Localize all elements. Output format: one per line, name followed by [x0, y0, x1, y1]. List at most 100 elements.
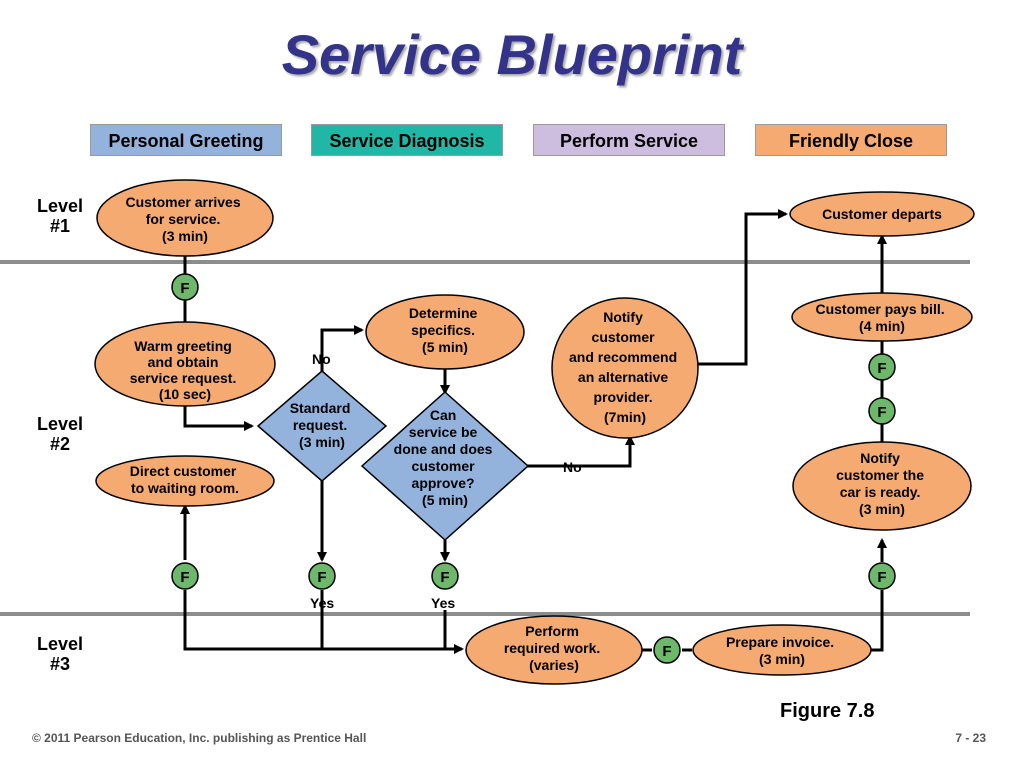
node-customer-departs [789, 191, 975, 237]
fail-point-f4: F [431, 562, 459, 590]
phase-perform-service: Perform Service [533, 124, 725, 156]
label-no-standard: No [312, 351, 331, 367]
fail-point-f2: F [171, 562, 199, 590]
level-3-label: Level#3 [36, 634, 84, 674]
node-text-line: (10 sec) [159, 386, 211, 402]
node-text-line: Warm greeting [134, 338, 232, 354]
svg-text:F: F [662, 643, 671, 660]
decision-can-service [360, 390, 530, 542]
node-customer-arrives [96, 179, 274, 257]
node-text-line: to waiting room. [131, 480, 239, 496]
node-direct-customer-text: Direct customer to waiting room. [130, 463, 240, 496]
node-prepare-invoice-text: Prepare invoice. (3 min) [726, 634, 838, 667]
node-text-line: (7min) [604, 409, 646, 425]
page-title: Service Blueprint [281, 23, 743, 86]
svg-text:F: F [877, 404, 886, 421]
fail-point-f1: F [171, 273, 199, 301]
node-text-line: customer [412, 458, 476, 474]
node-determine-specifics [365, 294, 525, 370]
node-text-line: approve? [412, 475, 475, 491]
decision-can-service-text: Can service be done and does customer ap… [394, 407, 497, 508]
decision-standard-request [256, 370, 388, 482]
node-text-line: (3 min) [162, 228, 208, 244]
node-determine-specifics-text: Determine specifics. (5 min) [409, 305, 481, 355]
node-text-line: (5 min) [422, 339, 468, 355]
node-text-line: Customer arrives [125, 194, 240, 210]
label-yes-standard: Yes [310, 595, 334, 611]
node-text-line: request. [293, 417, 347, 433]
connector [183, 399, 254, 431]
node-text-line: (3 min) [859, 501, 905, 517]
phase-personal-greeting: Personal Greeting [90, 124, 282, 156]
node-notify-alternative [551, 297, 699, 439]
node-text-line: Notify [603, 309, 643, 325]
svg-text:F: F [180, 569, 189, 586]
decision-standard-request-text: Standard request. (3 min) [290, 400, 355, 450]
connector [870, 590, 884, 652]
node-customer-arrives-text: Customer arrives for service. (3 min) [125, 194, 244, 244]
node-text-line: Prepare invoice. [726, 634, 834, 650]
phase-friendly-close: Friendly Close [755, 124, 947, 156]
node-notify-ready-text: Notify customer the car is ready. (3 min… [836, 450, 928, 517]
label-no-can-service: No [563, 459, 582, 475]
fail-point-f3: F [308, 562, 336, 590]
fail-point-f8: F [868, 353, 896, 381]
node-customer-pays-text: Customer pays bill. (4 min) [815, 301, 948, 334]
connector [183, 590, 464, 654]
node-text-line: Customer pays bill. [815, 301, 944, 317]
node-customer-departs-text: Customer departs [822, 206, 942, 222]
node-text-line: service be [409, 424, 478, 440]
node-text-line: Customer departs [822, 206, 942, 222]
node-text-line: done and does [394, 441, 493, 457]
node-text-line: (4 min) [859, 318, 905, 334]
node-text-line: Can [430, 407, 456, 423]
node-text-line: Standard [290, 400, 351, 416]
node-text-line: service request. [130, 370, 237, 386]
node-direct-customer [95, 455, 275, 507]
node-warm-greeting [94, 321, 276, 407]
svg-text:F: F [877, 569, 886, 586]
svg-text:F: F [317, 569, 326, 586]
node-prepare-invoice [692, 624, 872, 676]
node-text-line: customer the [836, 467, 924, 483]
node-perform-work [465, 615, 643, 685]
figure-label: Figure 7.8 [780, 700, 875, 722]
fail-point-f6: F [868, 562, 896, 590]
fail-point-f5: F [653, 636, 681, 664]
node-text-line: and obtain [148, 354, 219, 370]
node-text-line: for service. [146, 211, 221, 227]
connector [697, 209, 788, 366]
connector [527, 435, 635, 468]
node-text-line: Direct customer [130, 463, 237, 479]
node-text-line: specifics. [411, 322, 475, 338]
node-customer-pays [791, 292, 973, 342]
svg-text:F: F [440, 569, 449, 586]
node-text-line: an alternative [578, 369, 668, 385]
node-warm-greeting-text: Warm greeting and obtain service request… [130, 338, 241, 402]
node-text-line: customer [592, 329, 656, 345]
node-text-line: required work. [504, 640, 600, 656]
node-text-line: car is ready. [840, 484, 921, 500]
node-text-line: Perform [525, 623, 579, 639]
node-notify-alternative-text: Notify customer and recommend an alterna… [569, 309, 681, 425]
level-1-label: Level#1 [36, 196, 84, 236]
node-notify-ready [792, 441, 972, 531]
fail-point-f7: F [868, 397, 896, 425]
svg-text:F: F [180, 280, 189, 297]
node-text-line: (5 min) [422, 492, 468, 508]
svg-text:F: F [877, 360, 886, 377]
connector [320, 325, 364, 372]
footer-copyright: © 2011 Pearson Education, Inc. publishin… [32, 731, 367, 745]
phase-service-diagnosis: Service Diagnosis [311, 124, 503, 156]
node-text-line: Determine [409, 305, 478, 321]
node-text-line: (3 min) [299, 434, 345, 450]
label-yes-can-service: Yes [431, 595, 455, 611]
footer-page-number: 7 - 23 [955, 731, 986, 745]
node-perform-work-text: Perform required work. (varies) [504, 623, 604, 673]
level-2-label: Level#2 [36, 414, 84, 454]
node-text-line: and recommend [569, 349, 677, 365]
node-text-line: (varies) [529, 657, 579, 673]
node-text-line: Notify [860, 450, 900, 466]
node-text-line: (3 min) [759, 651, 805, 667]
